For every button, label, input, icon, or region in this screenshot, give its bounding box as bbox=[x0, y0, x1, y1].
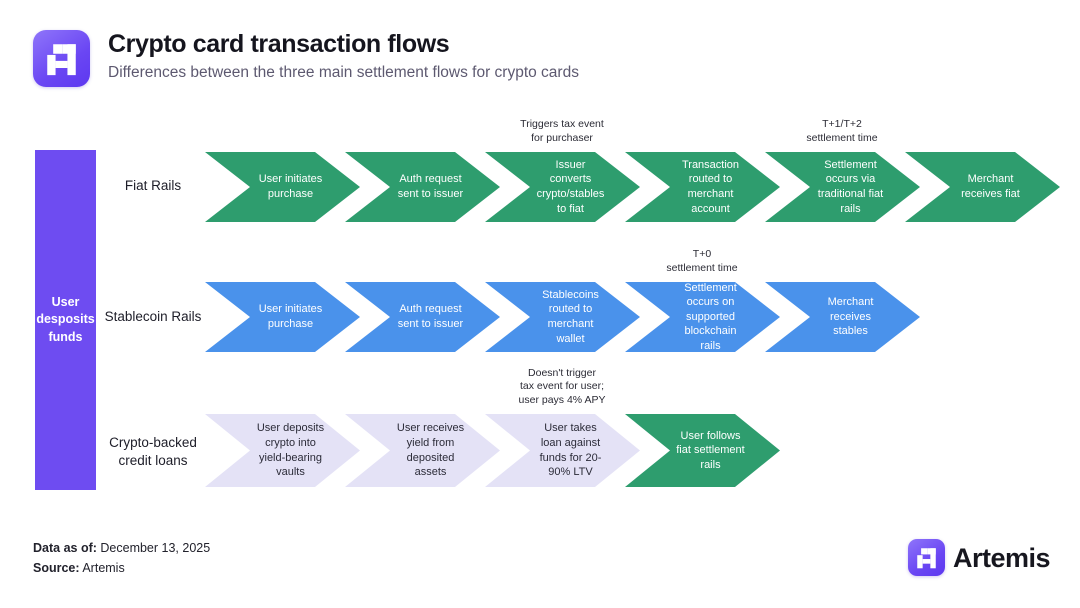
flow-step: User initiates purchase bbox=[205, 152, 360, 222]
flow-step-label: Settlement occurs via traditional fiat r… bbox=[817, 158, 884, 215]
flow-row-stablecoin-rails: User initiates purchase Auth request sent… bbox=[205, 248, 1075, 352]
user-deposits-bar: User desposits funds bbox=[35, 150, 96, 490]
flow-step-label: Auth request sent to issuer bbox=[397, 173, 464, 200]
artemis-wordmark: Artemis bbox=[953, 543, 1051, 573]
flow-step: Settlement occurs on supported blockchai… bbox=[625, 282, 780, 352]
flow-step: Issuer converts crypto/stables to fiat bbox=[485, 152, 640, 222]
row-label-crypto-backed-credit-loans: Crypto-backed credit loans bbox=[109, 435, 197, 468]
flow-step-label: User follows fiat settlement rails bbox=[676, 429, 745, 471]
artemis-logo-icon bbox=[33, 30, 90, 87]
flow-step: Stablecoins routed to merchant wallet bbox=[485, 282, 640, 352]
flow-step-label: User initiates purchase bbox=[258, 303, 323, 330]
flow-step: User deposits crypto into yield-bearing … bbox=[205, 414, 360, 487]
flow-step: Settlement occurs via traditional fiat r… bbox=[765, 152, 920, 222]
data-as-of-value: December 13, 2025 bbox=[100, 541, 211, 555]
flow-step: Auth request sent to issuer bbox=[345, 282, 500, 352]
flow-row-fiat-rails: User initiates purchase Auth request sent… bbox=[205, 118, 1075, 222]
data-as-of-label: Data as of: bbox=[33, 541, 97, 555]
source-value: Artemis bbox=[82, 561, 125, 575]
flow-step-label: Merchant receives stables bbox=[827, 296, 874, 338]
flow-step-label: User takes loan against funds for 20-90%… bbox=[539, 422, 602, 479]
flow-step-label: Stablecoins routed to merchant wallet bbox=[542, 288, 599, 345]
row-label-fiat-rails: Fiat Rails bbox=[124, 178, 182, 193]
flow-step-label: User initiates purchase bbox=[258, 173, 323, 200]
flow-step-label: Merchant receives fiat bbox=[961, 173, 1020, 200]
flow-step-label: Issuer converts crypto/stables to fiat bbox=[536, 158, 605, 215]
flow-step: Merchant receives stables bbox=[765, 282, 920, 352]
artemis-footer-logo-icon bbox=[908, 539, 945, 576]
source-label: Source: bbox=[33, 561, 80, 575]
flow-step: User initiates purchase bbox=[205, 282, 360, 352]
flow-step-label: User receives yield from deposited asset… bbox=[396, 422, 465, 479]
flow-step: User receives yield from deposited asset… bbox=[345, 414, 500, 487]
flow-step: Merchant receives fiat bbox=[905, 152, 1060, 222]
flow-step: User takes loan against funds for 20-90%… bbox=[485, 414, 640, 487]
flow-step: Transaction routed to merchant account bbox=[625, 152, 780, 222]
data-as-of-line: Data as of: December 13, 2025 bbox=[33, 541, 210, 555]
flow-step: User follows fiat settlement rails bbox=[625, 414, 780, 487]
flow-step-label: User deposits crypto into yield-bearing … bbox=[256, 422, 325, 479]
flow-step-label: Auth request sent to issuer bbox=[397, 303, 464, 330]
flow-step-label: Transaction routed to merchant account bbox=[681, 158, 740, 215]
flow-row-crypto-backed-credit-loans: User deposits crypto into yield-bearing … bbox=[205, 367, 1075, 487]
page-subtitle: Differences between the three main settl… bbox=[108, 64, 579, 81]
flow-step: Auth request sent to issuer bbox=[345, 152, 500, 222]
source-line: Source: Artemis bbox=[33, 561, 125, 575]
user-deposits-label: User desposits funds bbox=[36, 294, 95, 344]
row-label-stablecoin-rails: Stablecoin Rails bbox=[104, 309, 202, 324]
page-title: Crypto card transaction flows bbox=[108, 30, 450, 58]
flow-step-label: Settlement occurs on supported blockchai… bbox=[684, 281, 737, 352]
